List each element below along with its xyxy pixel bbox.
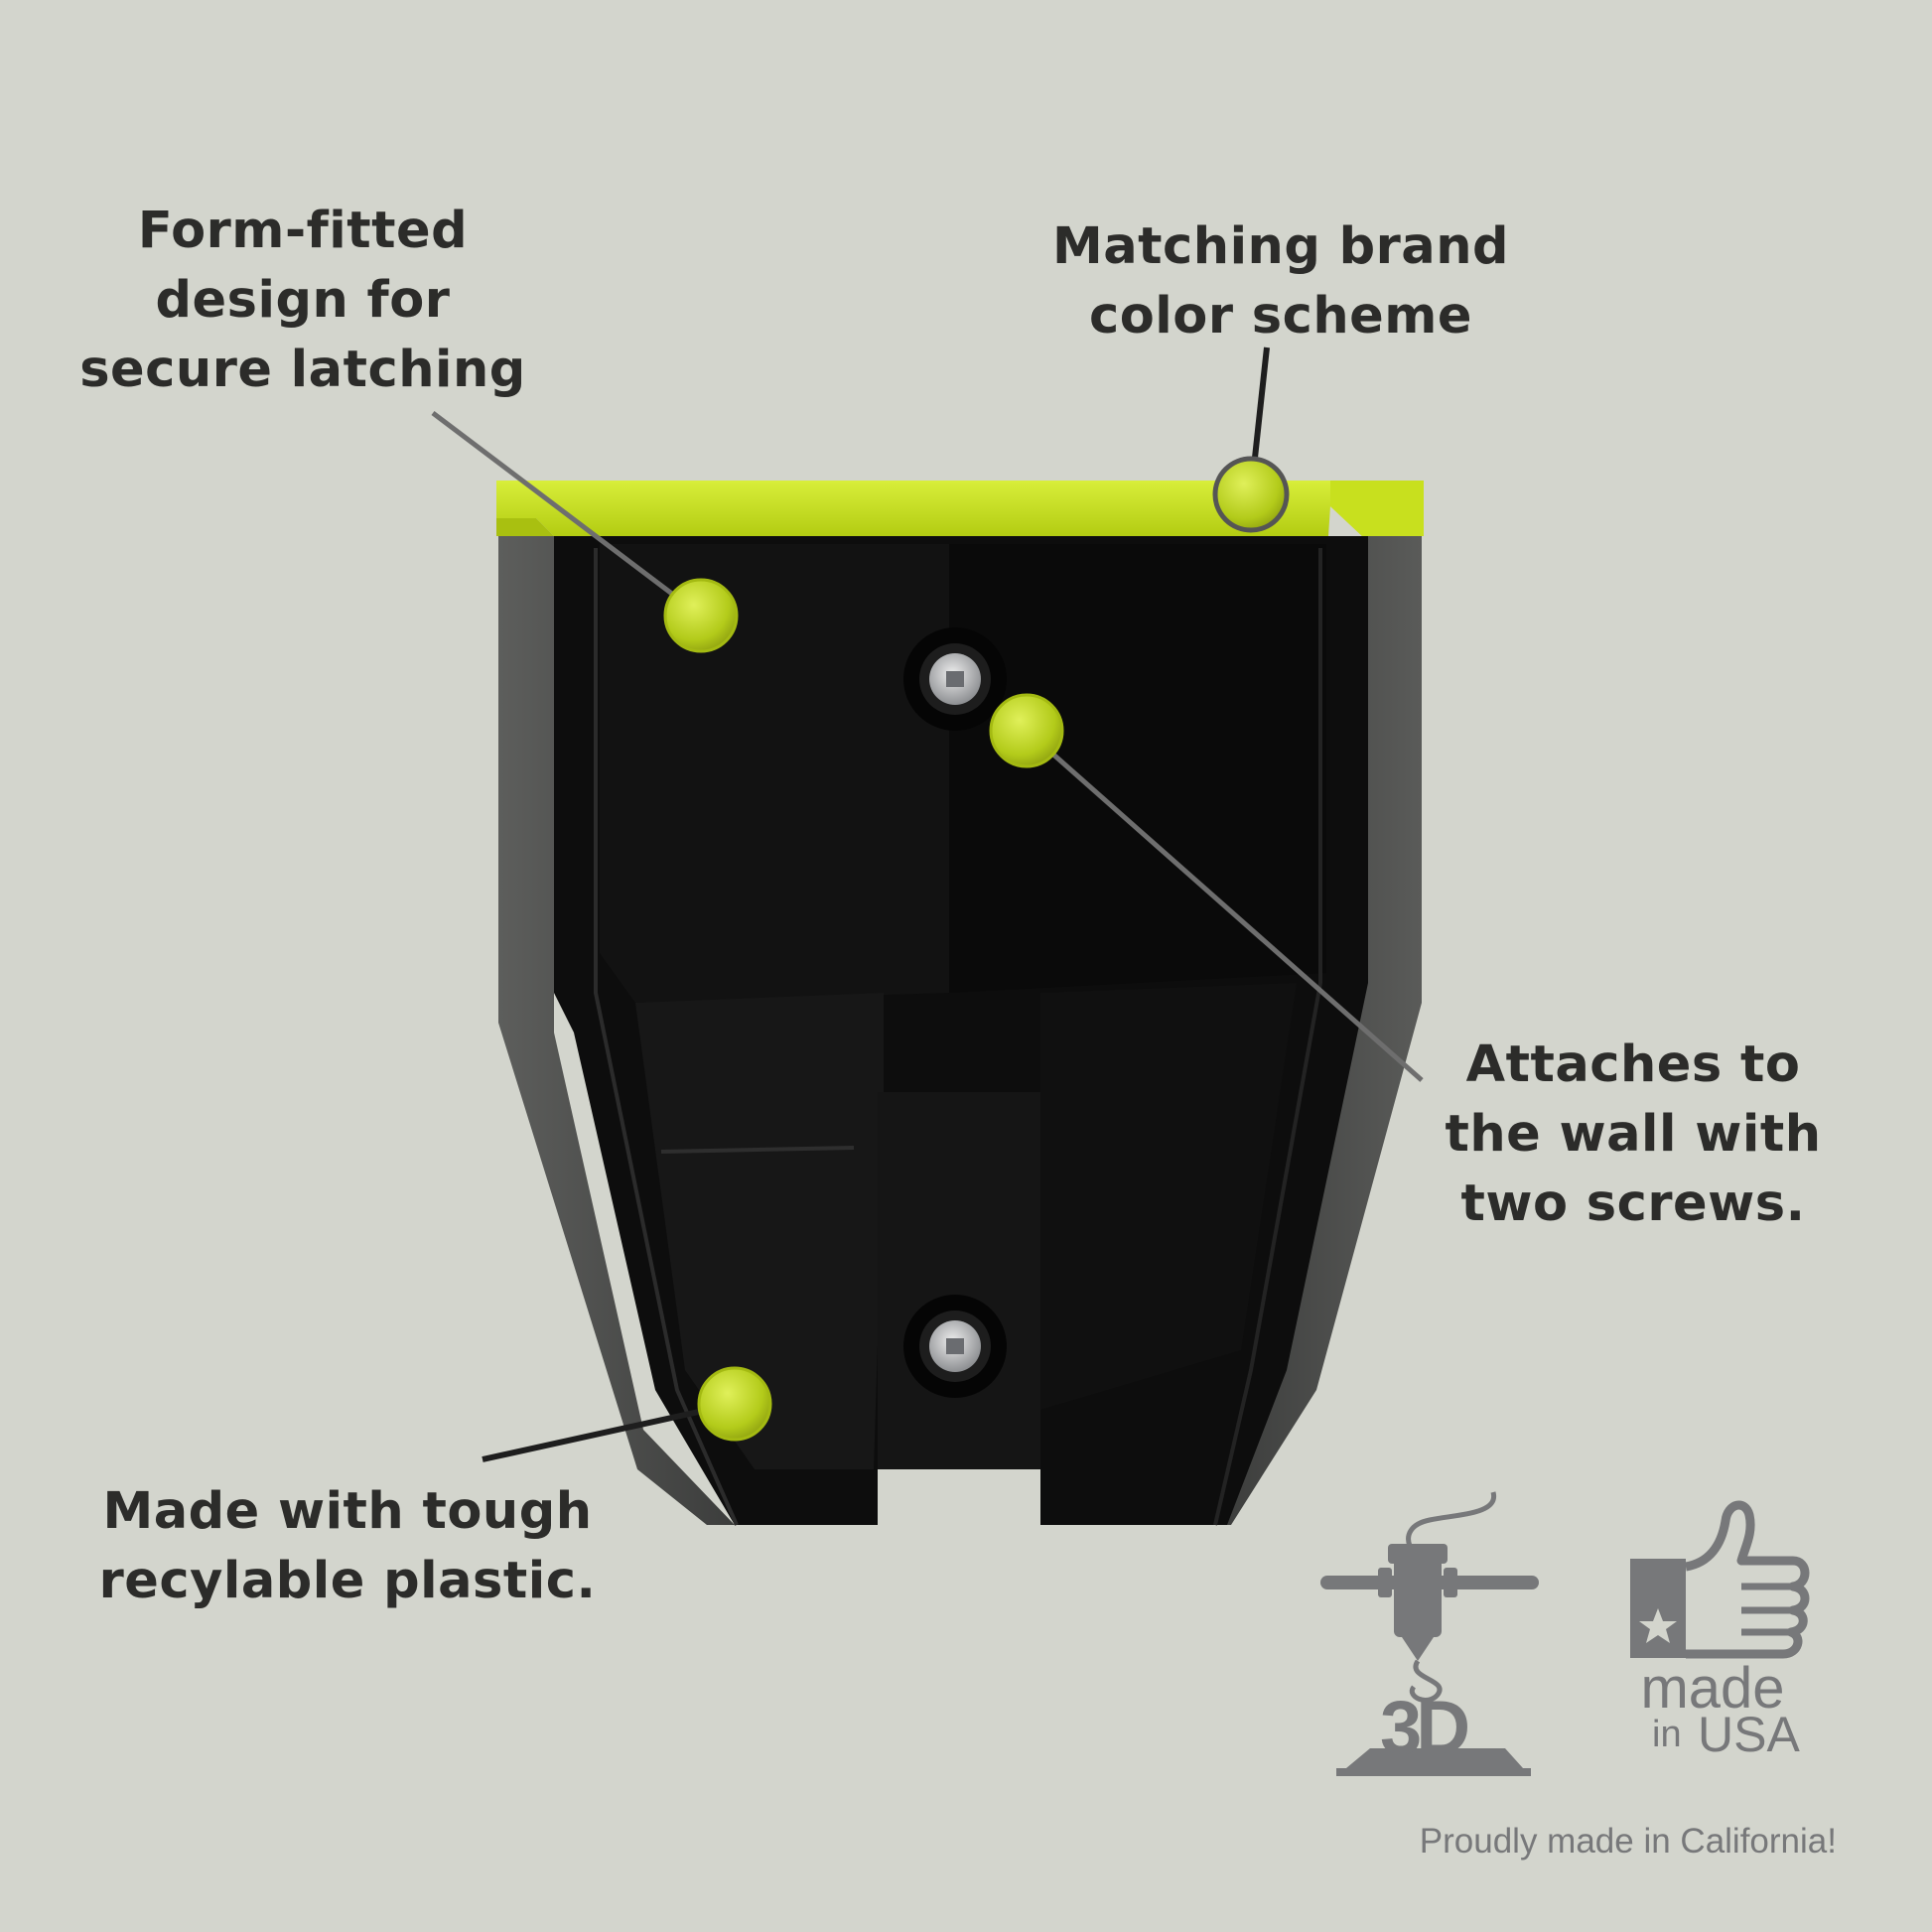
callout-line: Form-fitted bbox=[137, 202, 469, 260]
callout-attaches: Attaches to the wall with two screws. bbox=[1410, 1031, 1857, 1239]
thumbs-up-flag-icon bbox=[1630, 1500, 1810, 1659]
callout-dot-form-fitted bbox=[663, 578, 739, 653]
lime-top-rim bbox=[496, 481, 1424, 536]
callout-line: design for bbox=[155, 271, 451, 330]
callout-line: recylable plastic. bbox=[98, 1552, 597, 1610]
callout-line: color scheme bbox=[1089, 287, 1472, 345]
callout-plastic: Made with tough recylable plastic. bbox=[79, 1477, 616, 1616]
callout-line: Attaches to bbox=[1465, 1035, 1801, 1094]
callout-dot-brand-color bbox=[1212, 456, 1290, 533]
callout-brand-color: Matching brand color scheme bbox=[1033, 212, 1529, 351]
callout-line: secure latching bbox=[79, 341, 526, 399]
badge-made-in-usa: made in USA bbox=[1618, 1489, 1837, 1777]
leader-plastic bbox=[482, 1401, 736, 1462]
holder-left-side bbox=[498, 536, 735, 1525]
callout-form-fitted: Form-fitted design for secure latching bbox=[60, 197, 546, 405]
callout-line: Made with tough bbox=[102, 1482, 593, 1541]
screw-bottom bbox=[903, 1295, 1007, 1398]
holder-slot bbox=[878, 1092, 1040, 1469]
badge-3d-text: 3D bbox=[1380, 1686, 1470, 1770]
callout-line: two screws. bbox=[1460, 1174, 1806, 1233]
badge-made-text: made bbox=[1640, 1656, 1785, 1721]
callout-dot-attaches bbox=[989, 693, 1064, 768]
screw-top bbox=[903, 627, 1007, 731]
badge-usa-text: USA bbox=[1698, 1707, 1800, 1762]
callout-line: the wall with bbox=[1445, 1105, 1822, 1164]
tagline: Proudly made in California! bbox=[1419, 1822, 1837, 1861]
3d-printer-icon bbox=[1320, 1491, 1539, 1776]
leader-attaches bbox=[1025, 729, 1424, 1082]
leader-form-fitted bbox=[431, 411, 703, 618]
badge-in-text: in bbox=[1652, 1714, 1682, 1755]
callout-line: Matching brand bbox=[1051, 217, 1510, 276]
badge-3d-printed: 3D bbox=[1311, 1484, 1549, 1792]
callout-dot-plastic bbox=[697, 1366, 772, 1442]
